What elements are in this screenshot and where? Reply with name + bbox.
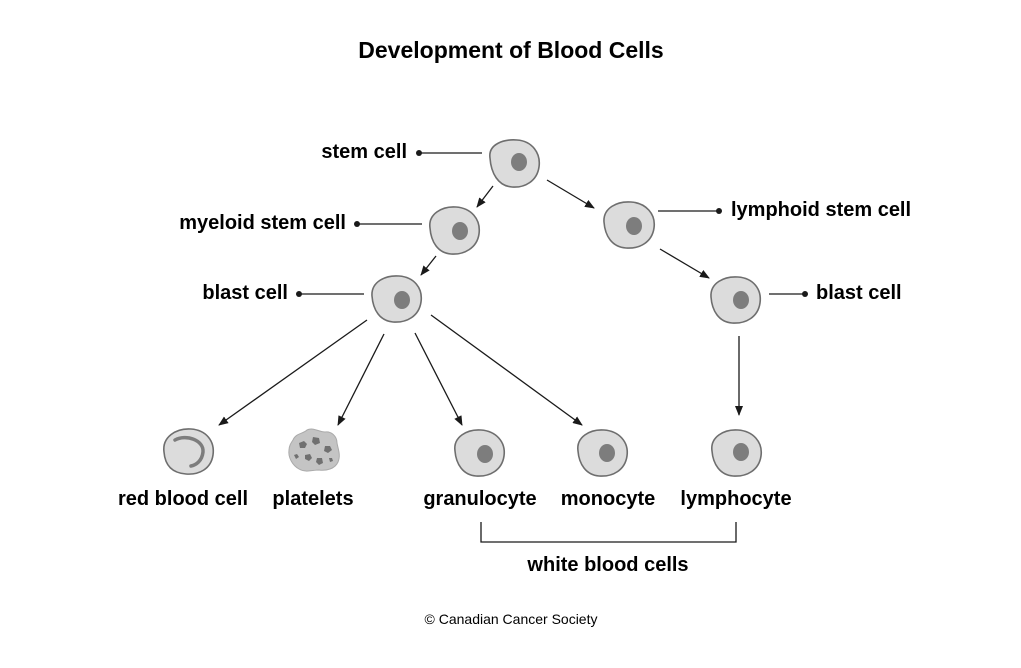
- stem-cell-label: stem cell: [321, 141, 407, 163]
- red-blood-cell-label: red blood cell: [118, 488, 248, 510]
- arrow-blast-to-platelets: [337, 333, 385, 426]
- diagram-title: Development of Blood Cells: [358, 37, 663, 63]
- myeloid-stem-cell: [429, 206, 481, 255]
- platelets: [288, 428, 340, 472]
- monocyte-nucleus: [599, 444, 615, 462]
- blast-cell-right: [710, 276, 762, 324]
- arrow-blast-to-red-blood-cell: [218, 319, 368, 426]
- lymphocyte-label: lymphocyte: [680, 488, 791, 510]
- blast-cell-right-nucleus: [733, 291, 749, 309]
- arrow-blast-to-granulocyte: [414, 332, 463, 426]
- arrow-lymphoid-to-blast: [659, 248, 710, 279]
- granulocyte: [454, 429, 506, 477]
- lymphocyte: [711, 429, 763, 477]
- lymphoid-stem-cell: [603, 201, 656, 249]
- myeloid-stem-cell-nucleus: [452, 222, 468, 240]
- red-blood-cell-fold: [173, 435, 205, 468]
- stem-cell-nucleus: [511, 153, 527, 171]
- blast-cell-right-label: blast cell: [816, 282, 902, 304]
- stem-cell: [489, 139, 541, 188]
- lymphoid-stem-cell-label: lymphoid stem cell: [731, 199, 911, 221]
- arrow-blast-to-monocyte: [430, 314, 583, 426]
- copyright-credit: © Canadian Cancer Society: [425, 611, 598, 627]
- lymphocyte-nucleus: [733, 443, 749, 461]
- myeloid-stem-cell-label: myeloid stem cell: [179, 212, 346, 234]
- platelets-label: platelets: [272, 488, 353, 510]
- monocyte: [577, 429, 629, 477]
- white-blood-cells-bracket: [480, 522, 737, 543]
- arrow-stem-to-myeloid: [476, 185, 494, 208]
- arrow-myeloid-to-blast: [420, 255, 437, 276]
- monocyte-label: monocyte: [561, 488, 655, 510]
- blast-cell-left-nucleus: [394, 291, 410, 309]
- blast-cell-left-label: blast cell: [202, 282, 288, 304]
- granulocyte-nucleus: [477, 445, 493, 463]
- blast-cell-left: [371, 275, 423, 323]
- lymphoid-stem-cell-nucleus: [626, 217, 642, 235]
- granulocyte-label: granulocyte: [423, 488, 536, 510]
- arrow-stem-to-lymphoid: [546, 179, 595, 209]
- white-blood-cells-label: white blood cells: [526, 554, 688, 576]
- red-blood-cell: [163, 428, 215, 475]
